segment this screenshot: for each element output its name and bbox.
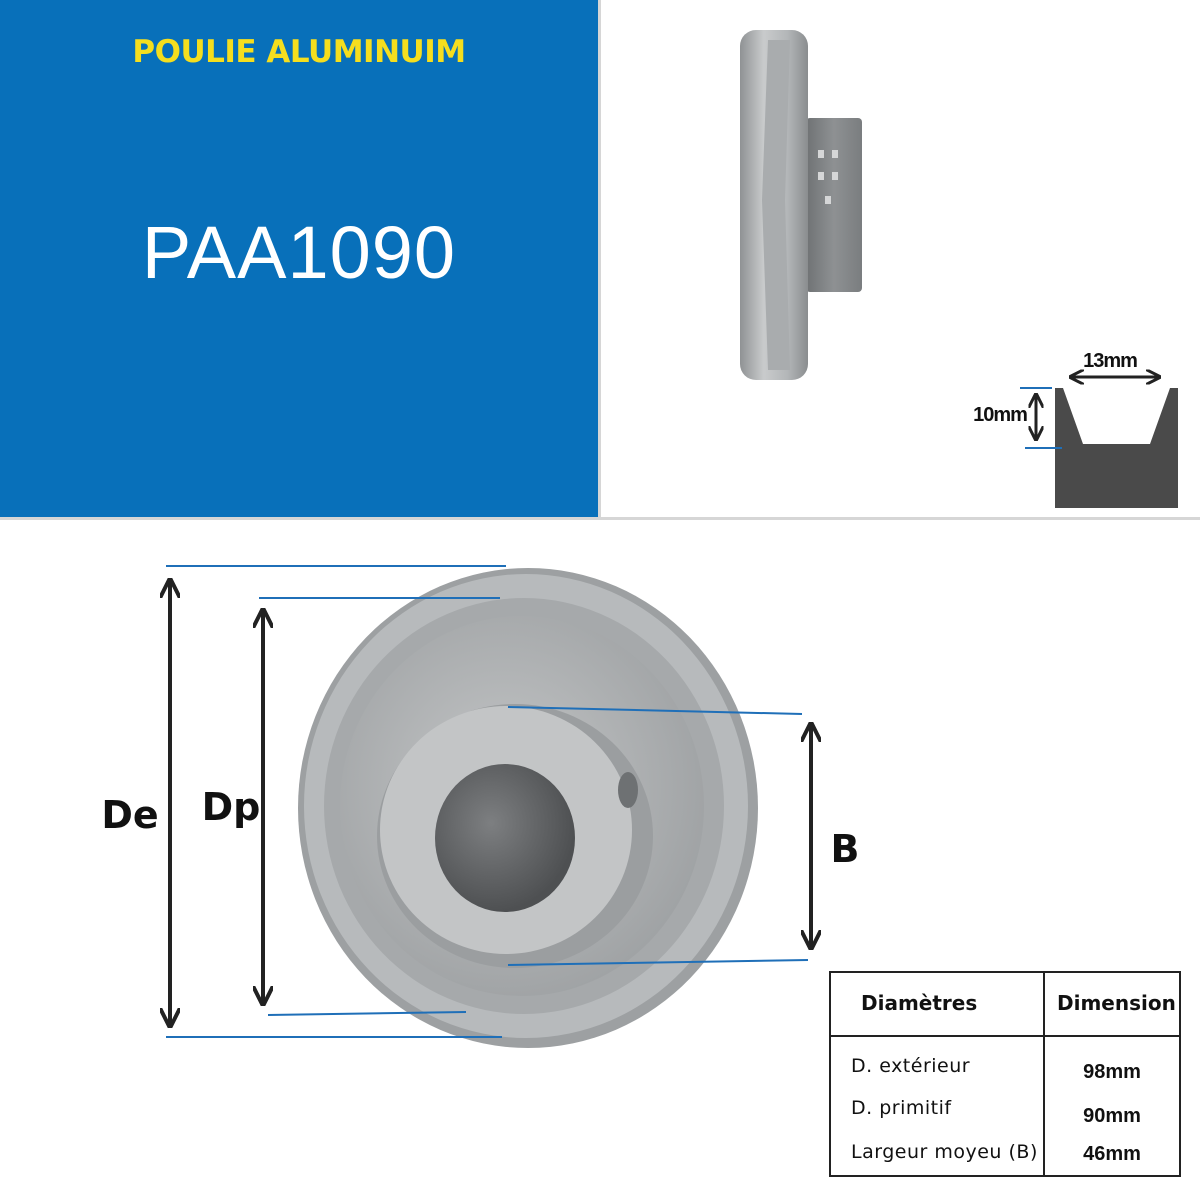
table-row-label: D. primitif xyxy=(851,1097,952,1119)
pulley-bore xyxy=(435,764,575,912)
product-code: PAA1090 xyxy=(141,211,457,294)
de-label: De xyxy=(101,793,158,837)
dimension-annotations: De Dp B xyxy=(101,565,860,1038)
table-header-dimension: Dimension xyxy=(1057,991,1176,1015)
dp-bottom-guide xyxy=(267,1011,467,1016)
dp-label: Dp xyxy=(202,785,261,829)
horizontal-divider xyxy=(0,517,1200,520)
table-row-label: D. extérieur xyxy=(851,1055,971,1077)
table-column-divider xyxy=(1043,973,1045,1175)
product-subtitle: POULIE ALUMINUIM xyxy=(132,34,466,70)
b-top-guide xyxy=(507,706,803,715)
pulley-front-view xyxy=(298,568,758,1048)
side-hub xyxy=(806,118,862,292)
groove-profile-diagram: 13mm 10mm xyxy=(973,350,1178,508)
table-row-value: 46mm xyxy=(1083,1143,1141,1165)
table-header-divider xyxy=(831,1035,1179,1037)
vertical-divider xyxy=(598,0,601,518)
groove-width-label: 13mm xyxy=(1083,350,1137,372)
table-row-label: Largeur moyeu (B) xyxy=(851,1141,1038,1163)
title-banner xyxy=(0,0,598,518)
groove-profile-shape xyxy=(1055,388,1178,508)
table-row-value: 90mm xyxy=(1083,1105,1141,1127)
table-row-value: 98mm xyxy=(1083,1061,1141,1083)
table-header-diameters: Diamètres xyxy=(861,991,978,1015)
b-bottom-guide xyxy=(507,959,809,966)
groove-depth-label: 10mm xyxy=(973,404,1027,426)
side-hub-marks xyxy=(818,150,838,204)
set-screw-hole xyxy=(618,772,638,808)
pulley-side-view xyxy=(740,30,862,380)
b-label: B xyxy=(831,827,860,871)
side-groove xyxy=(762,40,790,370)
specification-table: Diamètres Dimension D. extérieur 98mm D.… xyxy=(829,971,1181,1177)
